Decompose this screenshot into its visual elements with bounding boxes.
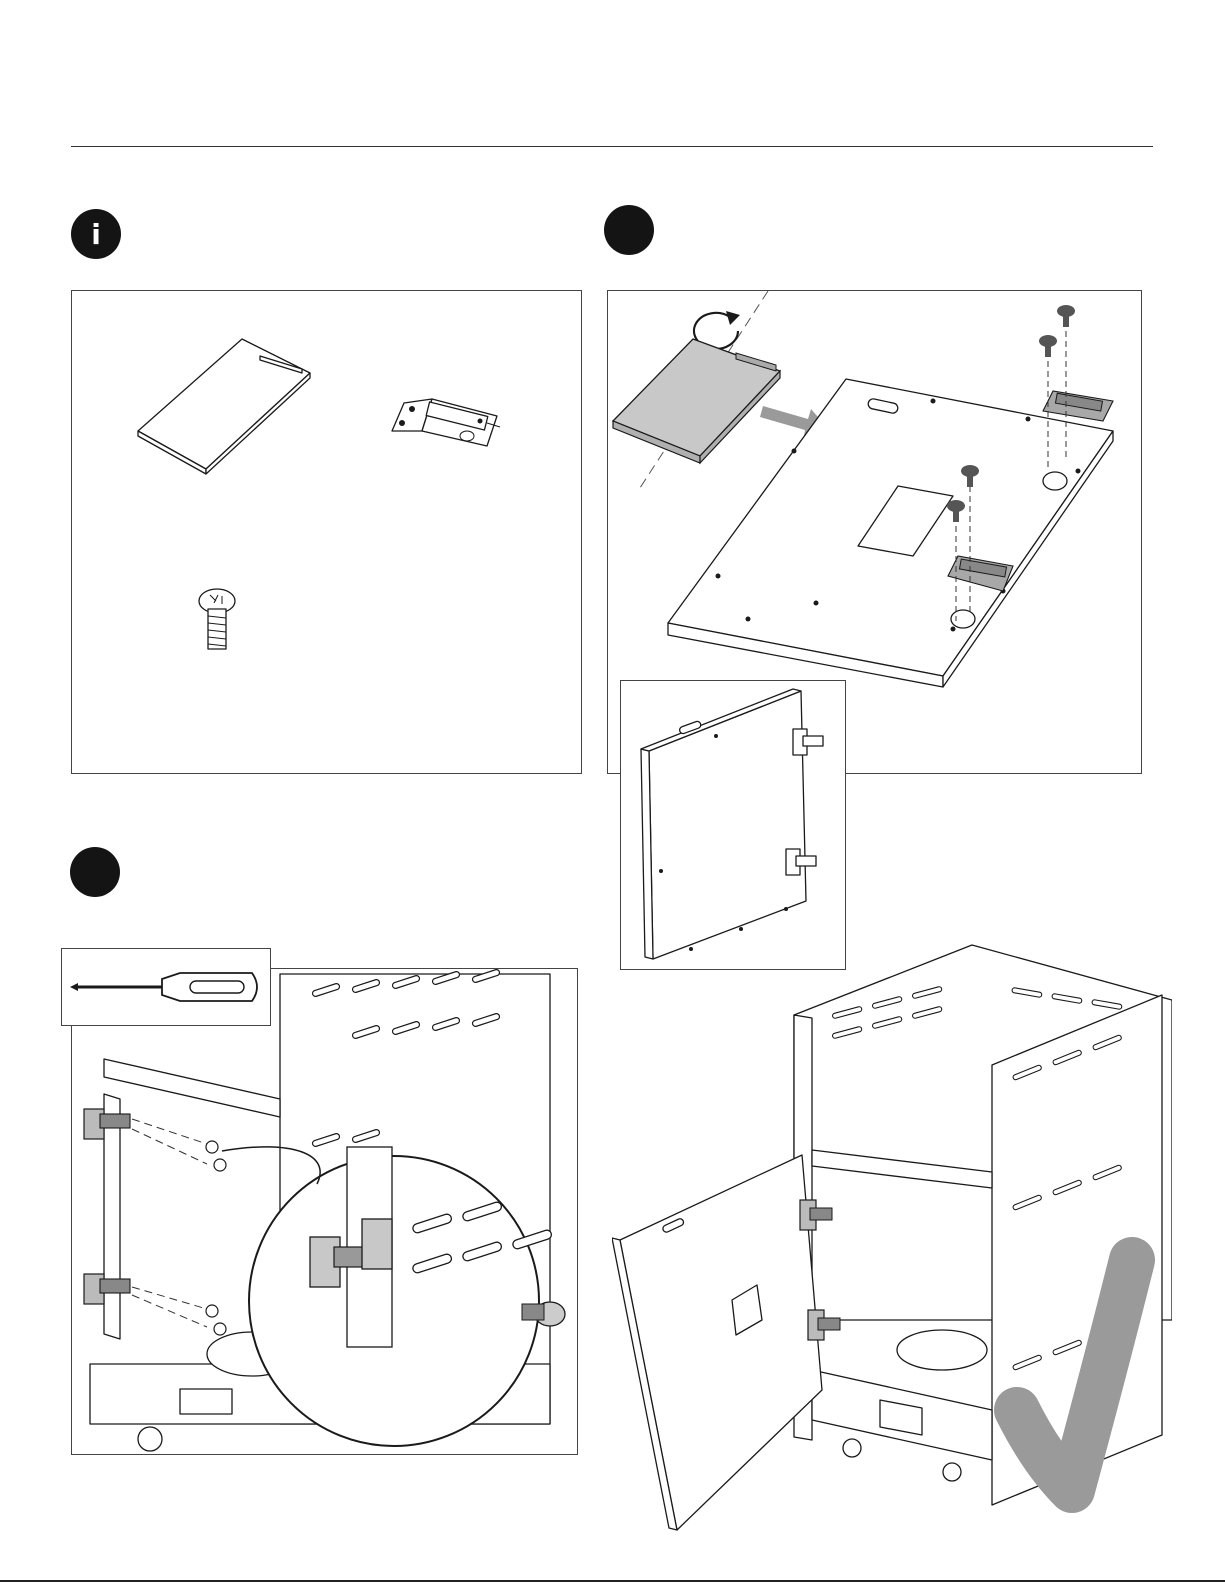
step-circle-icon: [604, 205, 654, 255]
tool-box: [61, 948, 271, 1026]
screw-icon: [199, 589, 235, 649]
screwdriver-icon: [62, 949, 270, 1025]
step-a-panel: [71, 968, 578, 1455]
footer-rule: [0, 1580, 1225, 1582]
header-rule: [71, 146, 1153, 147]
info-glyph: i: [91, 218, 101, 251]
parts-panel: [71, 290, 582, 774]
step-circle-icon: [70, 847, 120, 897]
hinge-icon: [392, 399, 500, 446]
info-icon: i: [71, 209, 121, 259]
door-panel-icon: [138, 339, 310, 474]
flip-door-icon: [613, 339, 780, 463]
assembled-cart: [612, 940, 1172, 1540]
screw-icon: [206, 1141, 226, 1335]
door-inset-panel: [620, 680, 846, 970]
